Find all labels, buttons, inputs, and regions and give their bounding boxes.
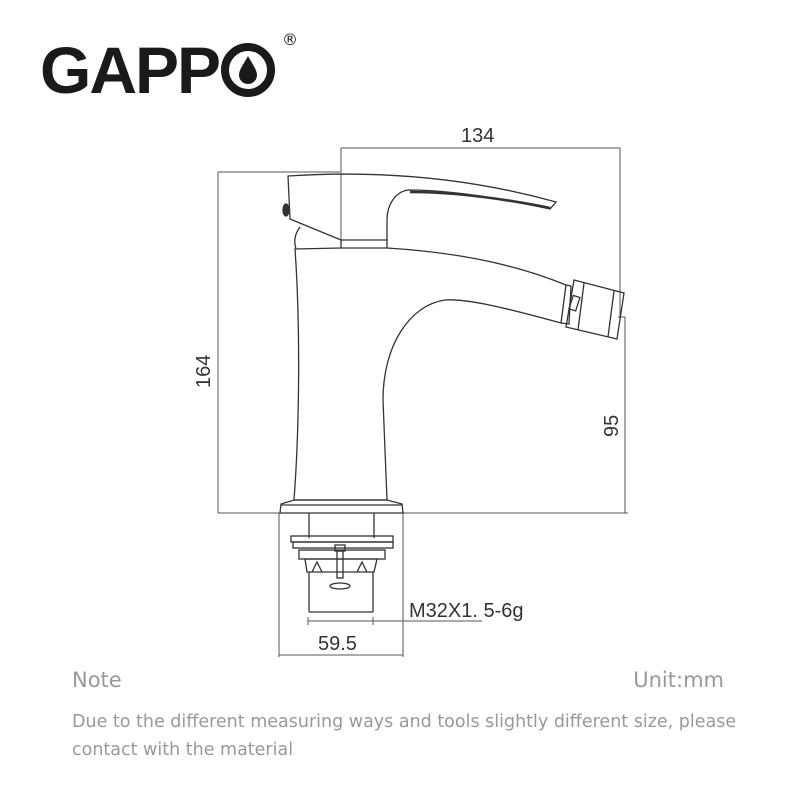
brand-name: GAPP [40, 33, 221, 107]
faucet-handle [282, 173, 558, 250]
note-body: Due to the different measuring ways and … [72, 712, 737, 760]
water-drop-icon [221, 43, 276, 97]
faucet-body [293, 247, 625, 501]
dim-base-width: 59.5 [318, 633, 357, 655]
faucet-base [279, 499, 404, 613]
dim-spout-reach: 134 [461, 125, 494, 147]
dimension-lines [217, 147, 628, 657]
note-title: Note [72, 668, 122, 692]
unit-label: Unit:mm [633, 668, 724, 692]
brand-logo: GAPP [40, 33, 276, 107]
dim-thread: M32X1. 5-6g [409, 600, 524, 622]
dim-outlet-height: 95 [601, 415, 623, 437]
dim-total-height: 164 [193, 355, 215, 388]
registered-mark: ® [282, 30, 298, 49]
